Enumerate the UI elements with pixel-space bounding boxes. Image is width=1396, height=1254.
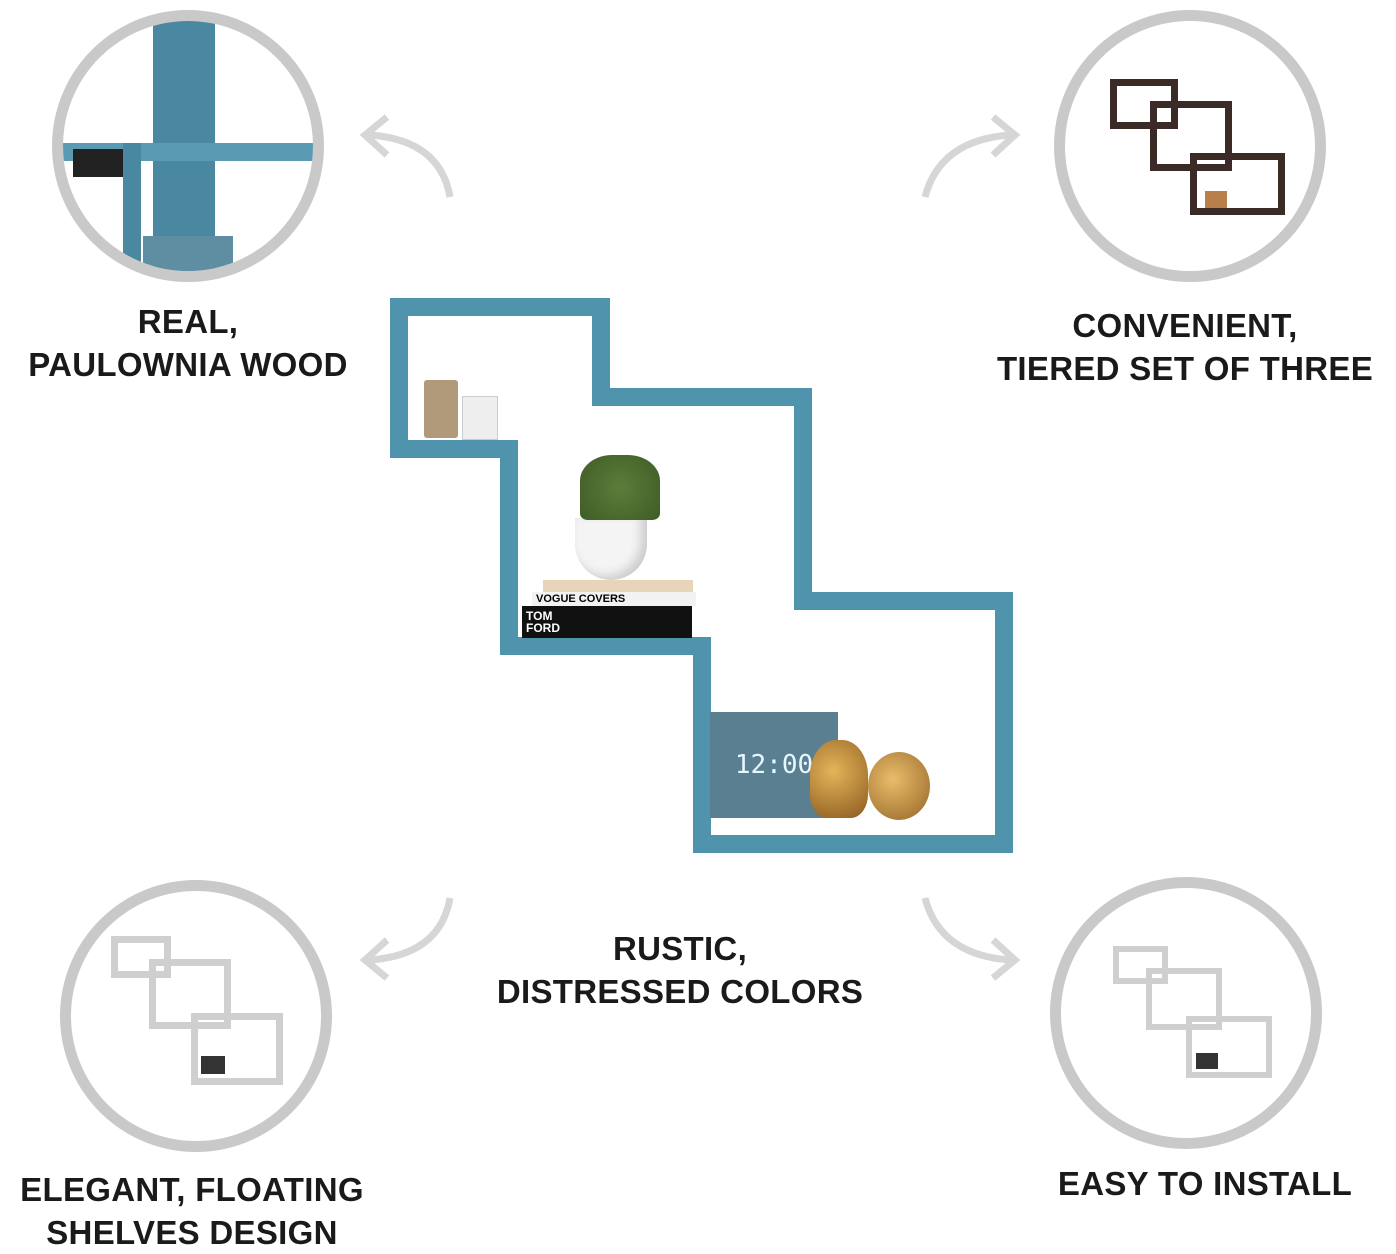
feature-label-floating: ELEGANT, FLOATING SHELVES DESIGN	[0, 1168, 384, 1254]
white-shelf-set-image	[60, 880, 332, 1152]
book-vogue-covers: VOGUE COVERS	[532, 592, 696, 606]
label-line: CONVENIENT,	[1072, 307, 1298, 344]
feature-label-install: EASY TO INSTALL	[1010, 1162, 1396, 1205]
label-line: REAL,	[137, 303, 239, 340]
curved-arrow-icon	[921, 897, 1021, 981]
feature-label-set: CONVENIENT, TIERED SET OF THREE	[975, 304, 1395, 390]
feature-label-wood: REAL, PAULOWNIA WOOD	[0, 300, 376, 386]
label-line: SHELVES DESIGN	[46, 1214, 338, 1251]
curved-arrow-icon	[359, 897, 454, 981]
label-line: RUSTIC,	[612, 930, 748, 967]
label-line: PAULOWNIA WOOD	[28, 346, 348, 383]
wood-closeup-image	[52, 10, 324, 282]
label-line: DISTRESSED COLORS	[496, 973, 864, 1010]
curved-arrow-icon	[921, 114, 1021, 198]
book-tom-ford: TOM FORD	[522, 606, 692, 638]
book-text: TOM	[526, 609, 553, 623]
clock-display: 12:00	[734, 750, 814, 780]
install-shelf-set-image	[1050, 877, 1322, 1149]
label-line: TIERED SET OF THREE	[996, 350, 1374, 387]
book-text: FORD	[526, 621, 560, 635]
feature-label-colors: RUSTIC, DISTRESSED COLORS	[470, 927, 890, 1013]
label-line: ELEGANT, FLOATING	[20, 1171, 364, 1208]
curved-arrow-icon	[359, 114, 454, 198]
label-line: EASY TO INSTALL	[1057, 1165, 1353, 1202]
dark-shelf-set-image	[1054, 10, 1326, 282]
